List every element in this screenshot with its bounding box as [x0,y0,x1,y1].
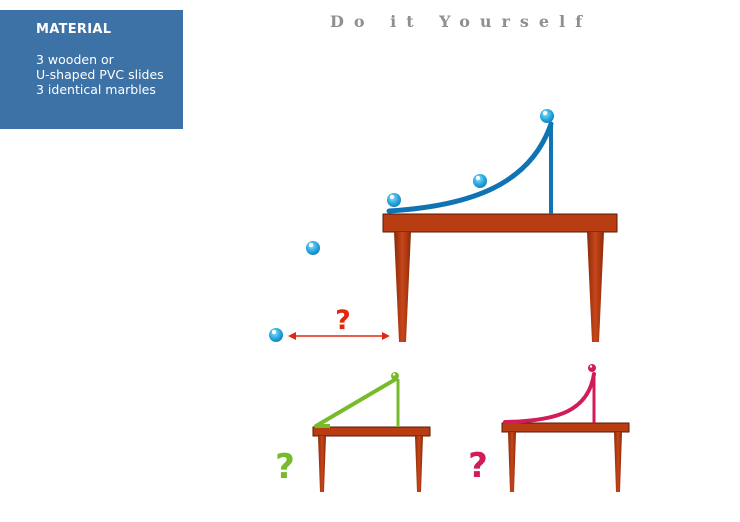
green-table-leg-left [318,436,326,492]
green-slide-ramp [314,377,398,428]
material-list: 3 wooden or U-shaped PVC slides 3 identi… [36,52,183,97]
marble-icon [540,109,554,123]
question-mark-icon: ? [468,446,488,486]
marble-icon [387,193,401,207]
pink-table-top [501,422,630,433]
large-table [382,213,618,342]
material-line-1: 3 wooden or [36,52,114,67]
green-table-leg-right [415,436,423,492]
pink-slide [503,364,596,424]
material-panel: MATERIAL 3 wooden or U-shaped PVC slides… [0,10,183,129]
pink-table-leg-right [614,432,622,492]
large-table-leg-left [394,232,411,342]
page-title: Do it Yourself [330,12,593,31]
green-table-top [312,426,431,437]
double-arrow-icon [288,332,390,340]
pink-slide-curve [503,372,596,424]
pink-table-leg-left [508,432,516,492]
small-table-green [312,426,431,492]
material-line-3: 3 identical marbles [36,82,156,97]
marble-icon [269,328,283,342]
marble-icon [306,241,320,255]
question-mark-icon: ? [275,447,295,487]
material-title: MATERIAL [36,22,112,37]
marble-icon [588,364,596,372]
large-table-top [382,213,618,233]
small-table-pink [501,422,630,492]
blue-slide-curve [386,121,554,214]
blue-slide [386,121,554,214]
marble-icon [473,174,487,188]
large-table-leg-right [587,232,604,342]
green-slide [314,372,400,428]
material-line-2: U-shaped PVC slides [36,67,164,82]
question-mark-icon: ? [335,305,351,336]
marble-icon [391,372,399,380]
